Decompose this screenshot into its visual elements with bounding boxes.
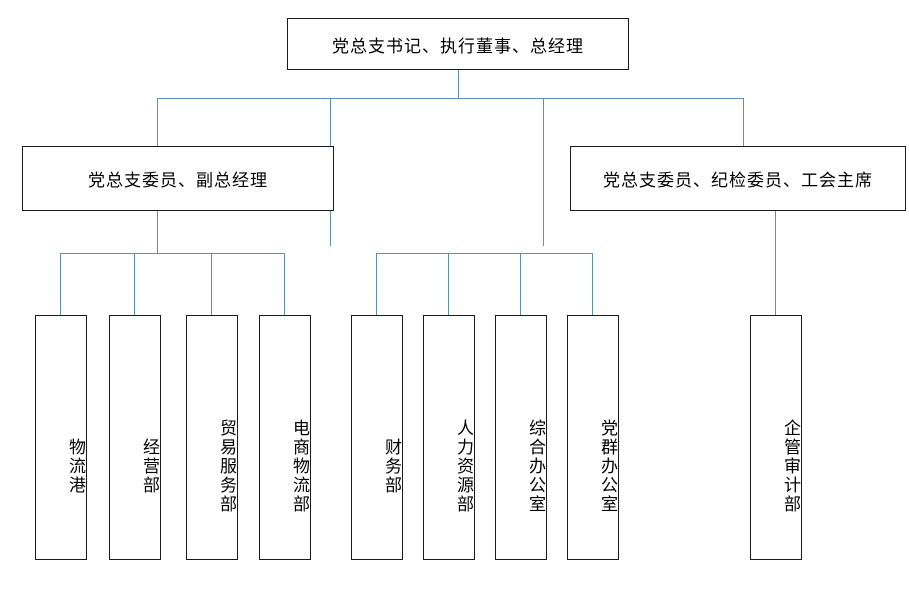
node-left-vice-manager[interactable]: 党总支委员、副总经理	[22, 146, 334, 211]
node-department-dianshangwuliubu-label: 电商物流部	[290, 419, 309, 514]
node-department-caiwubu-label: 财务部	[382, 438, 401, 495]
connector-middle-drop-3	[520, 253, 521, 315]
connector-left-drop-2	[134, 253, 135, 315]
node-department-qiguanshenjibu[interactable]: 企管审计部	[750, 315, 802, 560]
node-right-discipline-union[interactable]: 党总支委员、纪检委员、工会主席	[570, 146, 906, 211]
node-department-jingyingbu-label: 经营部	[140, 438, 159, 495]
node-department-maoyifuwubu-label: 贸易服务部	[217, 419, 236, 514]
node-department-caiwubu[interactable]: 财务部	[351, 315, 403, 560]
connector-top-bus	[157, 98, 743, 99]
connector-middle-bus	[376, 253, 592, 254]
node-department-wuliugang[interactable]: 物流港	[35, 315, 87, 560]
node-department-wuliugang-label: 物流港	[66, 438, 85, 495]
node-department-maoyifuwubu[interactable]: 贸易服务部	[186, 315, 238, 560]
node-right-discipline-union-label: 党总支委员、纪检委员、工会主席	[603, 171, 873, 190]
connector-left-drop-3	[211, 253, 212, 315]
connector-top-bus-left-drop	[157, 98, 158, 146]
node-department-jingyingbu[interactable]: 经营部	[109, 315, 161, 560]
node-department-renliziyuanbu-label: 人力资源部	[454, 419, 473, 514]
connector-top-bus-far-right-drop	[743, 98, 744, 146]
connector-middle-drop-1	[376, 253, 377, 315]
connector-left-bus	[60, 253, 284, 254]
connector-middle-drop-2	[448, 253, 449, 315]
connector-left-drop-1	[60, 253, 61, 315]
node-department-dangqunban[interactable]: 党群办公室	[567, 315, 619, 560]
connector-right-vp-stem	[775, 211, 776, 315]
node-left-vice-manager-label: 党总支委员、副总经理	[88, 171, 268, 190]
node-department-zongheban[interactable]: 综合办公室	[495, 315, 547, 560]
connector-top-bus-right-drop	[543, 98, 544, 246]
node-top-leader[interactable]: 党总支书记、执行董事、总经理	[287, 18, 629, 70]
node-department-zongheban-label: 综合办公室	[526, 419, 545, 514]
node-department-dangqunban-label: 党群办公室	[598, 419, 617, 514]
node-department-renliziyuanbu[interactable]: 人力资源部	[423, 315, 475, 560]
node-top-leader-label: 党总支书记、执行董事、总经理	[332, 36, 584, 56]
node-department-qiguanshenjibu-label: 企管审计部	[781, 419, 800, 514]
connector-middle-drop-4	[592, 253, 593, 315]
connector-left-vp-stem	[157, 211, 158, 253]
node-department-dianshangwuliubu[interactable]: 电商物流部	[259, 315, 311, 560]
connector-top-stem	[458, 70, 459, 98]
connector-left-drop-4	[284, 253, 285, 315]
